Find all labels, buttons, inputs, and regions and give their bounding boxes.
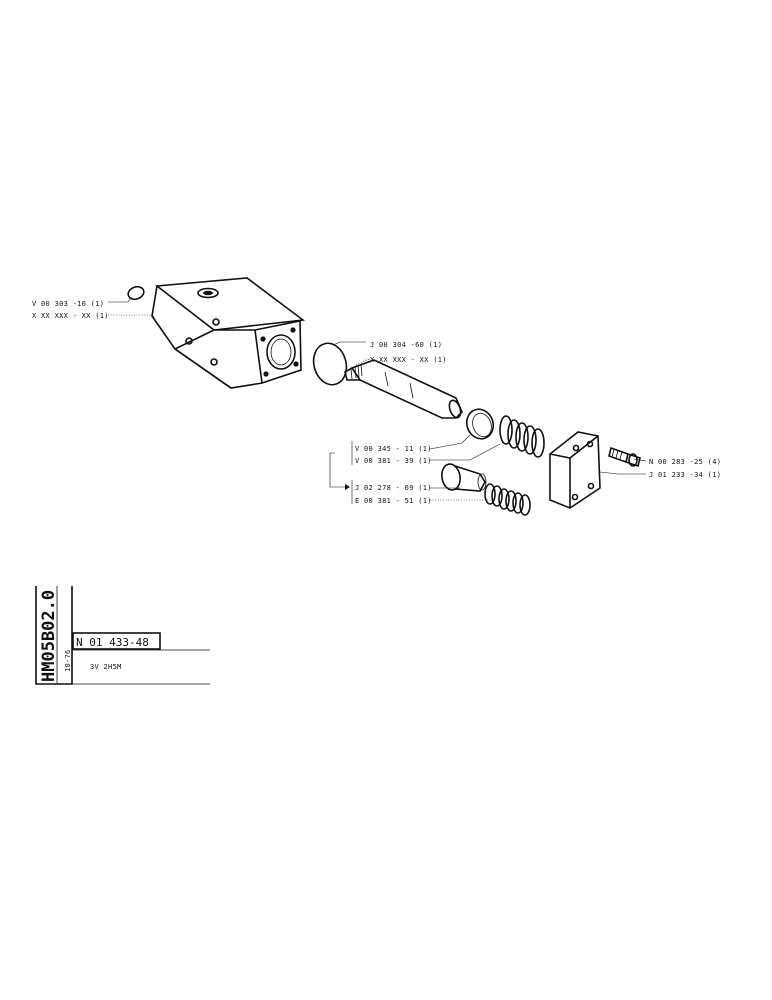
o-ring-large [312, 342, 348, 386]
part-label-placeholder-1: X XX XXX - XX (1) [32, 312, 109, 320]
part-number: N 01 433-48 [76, 636, 149, 649]
leader-lines [108, 296, 647, 504]
cover-plate [549, 431, 601, 509]
small-spring [484, 483, 531, 516]
large-spring [499, 415, 545, 458]
drawing-date: 10-76 [64, 649, 72, 672]
o-ring-small [127, 285, 145, 301]
drawing-code: HM05B02.0 [39, 590, 59, 682]
spool [344, 359, 463, 419]
part-label-placeholder-2: X XX XXX - XX (1) [370, 356, 447, 364]
title-block: HM05B02.0 10-76 N 01 433-48 3V 2H5M [35, 586, 210, 685]
part-label-v00345-11: V 00 345 - 11 (1) [355, 445, 432, 453]
part-label-n00283-25: N 00 283 -25 (4) [649, 458, 721, 466]
spring-seat [441, 463, 487, 492]
part-label-v00381-39: V 00 381 - 39 (1) [355, 457, 432, 465]
part-label-j02278-69: J 02 278 - 69 (1) [355, 484, 432, 492]
cap-screw [608, 446, 641, 468]
designation: 3V 2H5M [90, 663, 122, 671]
valve-body [151, 277, 306, 389]
part-label-j01233-34: J 01 233 -34 (1) [649, 471, 721, 479]
piston-disc [465, 408, 495, 440]
part-label-j00304-60: J 00 304 -60 (1) [370, 341, 442, 349]
part-label-e00381-51: E 00 381 - 51 (1) [355, 497, 432, 505]
part-label-v00303-10: V 00 303 -10 (1) [32, 300, 104, 308]
